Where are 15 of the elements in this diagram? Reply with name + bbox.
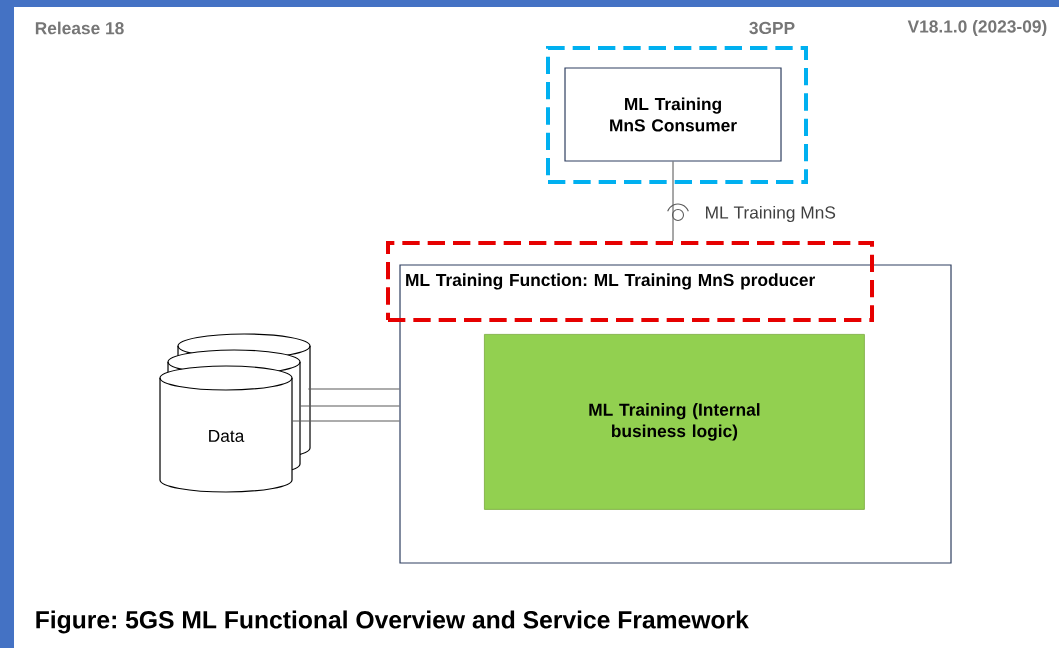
edge-label: ML Training MnS — [706, 205, 836, 223]
connector-line — [672, 161, 674, 242]
highlight-frame — [546, 46, 808, 184]
figure-caption: Figure: 5GS ML Functional Overview and Service Framework — [36, 610, 749, 634]
database-stack-drawing: Data — [159, 333, 311, 493]
function-box — [399, 264, 952, 564]
connector-line — [299, 405, 400, 407]
connector-line — [307, 388, 400, 390]
highlight-frame: ML Training Function: ML Training MnS producer — [386, 241, 874, 322]
header-text: V18.1.0 (2023-09) — [907, 19, 1047, 37]
header-text: Release 18 — [35, 21, 124, 35]
connector-line — [291, 420, 400, 422]
header-text: 3GPP — [749, 21, 795, 35]
consumer-box: ML Training MnS Consumer — [564, 67, 782, 162]
business-logic-box: ML Training (Internal business logic) — [484, 334, 865, 510]
